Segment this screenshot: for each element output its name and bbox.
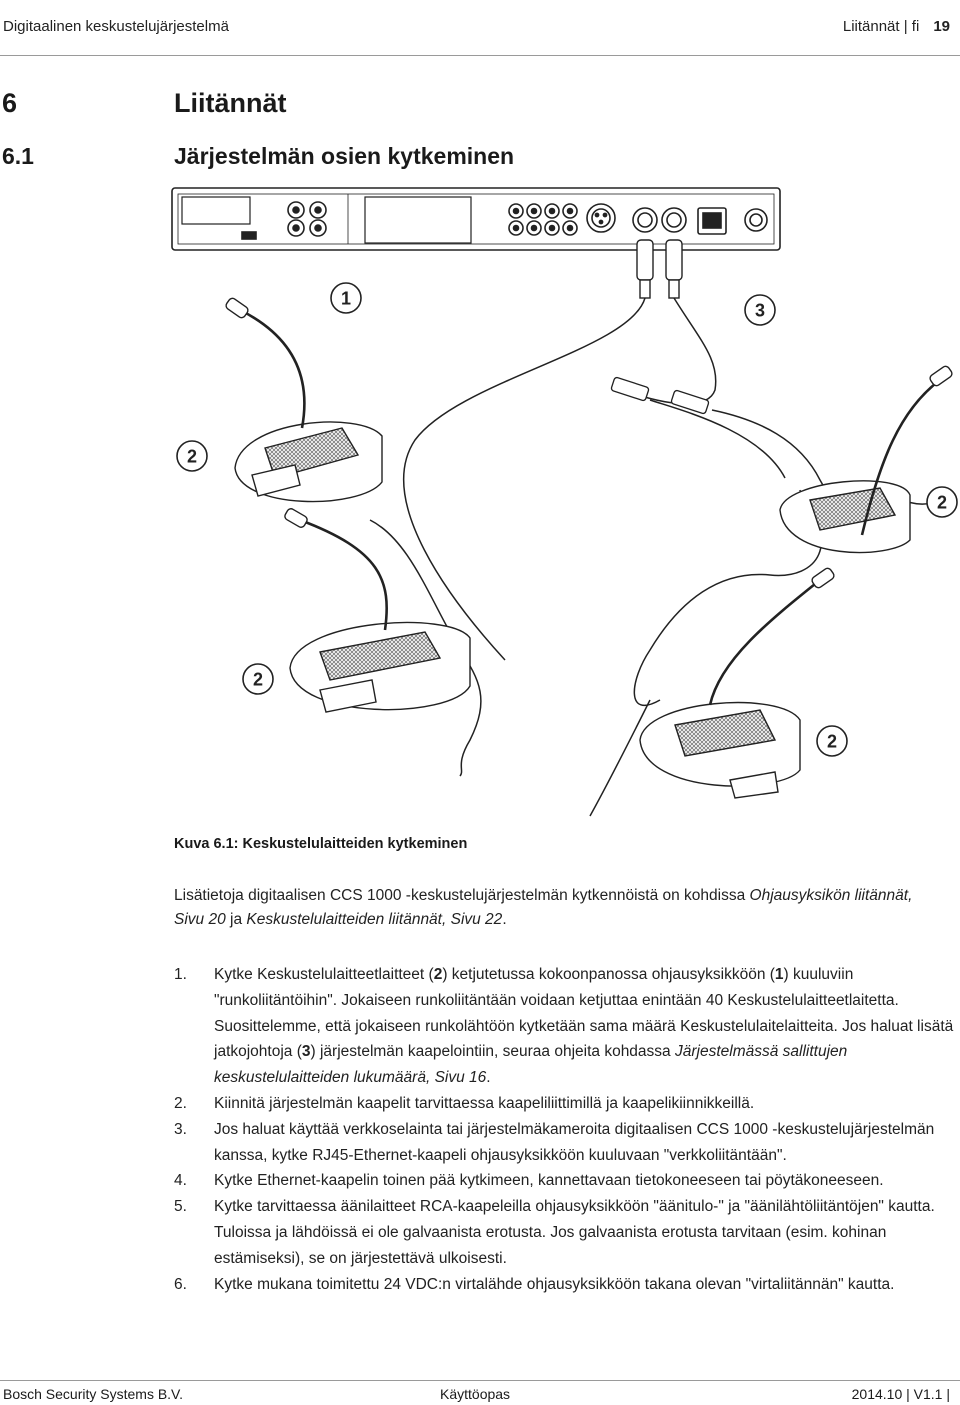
intro-text: ja bbox=[225, 911, 247, 928]
intro-link-devices[interactable]: Keskustelulaitteiden liitännät, Sivu 22 bbox=[246, 911, 503, 928]
trunk-connectors bbox=[636, 239, 683, 299]
instruction-step: 5. Kytke tarvittaessa äänilaitteet RCA-k… bbox=[174, 1194, 954, 1271]
footer-version: 2014.10 | V1.1 | bbox=[851, 1386, 950, 1402]
step-link[interactable]: Järjestelmässä sallittujen keskustelulai… bbox=[214, 1043, 848, 1087]
connection-diagram: 1 3 2 2 2 2 bbox=[171, 187, 958, 817]
step-text: Kytke Ethernet-kaapelin toinen pää kytki… bbox=[214, 1172, 884, 1190]
section-title: Järjestelmän osien kytkeminen bbox=[174, 143, 515, 169]
callout-label: 1 bbox=[341, 289, 351, 309]
callout-label: 2 bbox=[937, 493, 947, 513]
callout-1: 1 bbox=[330, 282, 362, 314]
intro-text: Lisätietoja digitaalisen CCS 1000 -kesku… bbox=[174, 887, 746, 904]
footer-divider bbox=[0, 1380, 960, 1381]
instruction-step: 2. Kiinnitä järjestelmän kaapelit tarvit… bbox=[174, 1091, 954, 1117]
chapter-title: Liitännät bbox=[174, 88, 287, 118]
page-footer: Bosch Security Systems B.V. Käyttöopas 2… bbox=[0, 1380, 960, 1405]
step-text: Kytke Keskustelulaitteetlaitteet ( bbox=[214, 966, 434, 983]
section-number: 6.1 bbox=[2, 143, 34, 169]
intro-paragraph: Lisätietoja digitaalisen CCS 1000 -kesku… bbox=[174, 884, 934, 932]
instruction-step: 4. Kytke Ethernet-kaapelin toinen pää ky… bbox=[174, 1168, 954, 1194]
step-text: . bbox=[486, 1069, 491, 1087]
step-number: 6. bbox=[174, 1275, 187, 1293]
callout-label: 2 bbox=[827, 732, 837, 752]
step-ref: 3 bbox=[301, 1043, 311, 1061]
chapter-number: 6 bbox=[2, 88, 18, 118]
instruction-step: 1. Kytke Keskustelulaitteetlaitteet (2) … bbox=[174, 962, 954, 1091]
step-ref: 1 bbox=[774, 966, 784, 983]
figure-caption: Kuva 6.1: Keskustelulaitteiden kytkemine… bbox=[174, 836, 468, 852]
step-text: Kytke mukana toimitettu 24 VDC:n virtalä… bbox=[214, 1275, 895, 1293]
discussion-device-bottom-left bbox=[284, 508, 471, 713]
callout-2-bottom-right: 2 bbox=[816, 725, 848, 757]
step-number: 2. bbox=[174, 1094, 187, 1112]
callout-label: 2 bbox=[253, 670, 263, 690]
control-unit bbox=[171, 187, 781, 251]
step-number: 3. bbox=[174, 1120, 187, 1138]
discussion-device-right bbox=[779, 365, 953, 554]
discussion-device-top-left bbox=[225, 297, 383, 503]
step-number: 5. bbox=[174, 1198, 187, 1216]
extension-cable-plugs bbox=[610, 376, 710, 415]
intro-link-control-unit[interactable]: Ohjausyksikön liitännät, Sivu 20 bbox=[174, 887, 913, 928]
header-page-number: 19 bbox=[933, 18, 950, 35]
step-text: Jos haluat käyttää verkkoselainta tai jä… bbox=[214, 1120, 935, 1164]
instruction-list: 1. Kytke Keskustelulaitteetlaitteet (2) … bbox=[174, 962, 954, 1297]
instruction-step: 6. Kytke mukana toimitettu 24 VDC:n virt… bbox=[174, 1272, 954, 1298]
step-number: 1. bbox=[174, 966, 187, 983]
header-divider bbox=[0, 55, 960, 56]
intro-text: . bbox=[502, 911, 507, 928]
callout-3: 3 bbox=[744, 294, 776, 326]
discussion-device-bottom-right bbox=[639, 567, 835, 799]
callout-2-bottom-left: 2 bbox=[242, 663, 274, 695]
footer-document-type: Käyttöopas bbox=[440, 1386, 511, 1402]
step-ref: 2 bbox=[433, 966, 443, 983]
step-text: ) ketjutetussa kokoonpanossa ohjausyksik… bbox=[442, 966, 775, 983]
instruction-step: 3. Jos haluat käyttää verkkoselainta tai… bbox=[174, 1117, 954, 1169]
step-text: Kytke tarvittaessa äänilaitteet RCA-kaap… bbox=[214, 1198, 935, 1267]
footer-company: Bosch Security Systems B.V. bbox=[3, 1386, 183, 1402]
header-document-title: Digitaalinen keskustelujärjestelmä bbox=[3, 18, 229, 35]
page-header: Digitaalinen keskustelujärjestelmä Liitä… bbox=[0, 0, 960, 56]
step-text: ) kuuluviin "runkoliitäntöihin". Jokaise… bbox=[214, 966, 954, 1061]
header-section: Liitännät | fi 19 bbox=[843, 18, 950, 35]
step-number: 4. bbox=[174, 1172, 187, 1190]
header-section-label: Liitännät | fi bbox=[842, 18, 920, 35]
callout-label: 2 bbox=[187, 447, 197, 467]
callout-2-right: 2 bbox=[926, 486, 958, 518]
step-text: Kiinnitä järjestelmän kaapelit tarvittae… bbox=[214, 1094, 755, 1112]
step-text: ) järjestelmän kaapelointiin, seuraa ohj… bbox=[310, 1043, 675, 1061]
callout-label: 3 bbox=[755, 301, 765, 321]
callout-2-top-left: 2 bbox=[176, 440, 208, 472]
